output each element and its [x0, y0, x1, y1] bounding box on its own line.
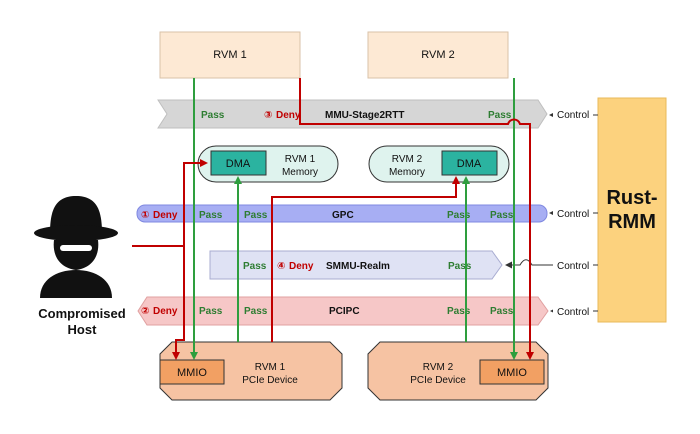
smmu-deny-number: ④: [277, 261, 285, 272]
rvm2-memory-line1: RVM 2: [392, 154, 423, 165]
gpc-pass-4: Pass: [490, 210, 514, 221]
rvm1-mmio-box: [159, 359, 225, 385]
gpc-deny-number: ①: [141, 210, 149, 221]
mmu-deny-number: ③: [264, 110, 272, 121]
gpc-pass-3: Pass: [447, 210, 471, 221]
compromised-host-line1: Compromised: [38, 306, 125, 321]
rvm1-mmio-label: MMIO: [177, 367, 207, 379]
rvm1-box: [159, 31, 301, 79]
gpc-pass-2: Pass: [244, 210, 268, 221]
rust-rmm-line2: RMM: [608, 211, 656, 233]
rvm2-label: RVM 2: [421, 49, 454, 61]
pcipc-deny: Deny: [153, 306, 178, 317]
mmu-deny: Deny: [276, 110, 301, 121]
rvm1-dma-label: DMA: [226, 158, 251, 170]
rvm2-device-line1: RVM 2: [423, 362, 454, 373]
pcipc-label: PCIPC: [329, 306, 360, 317]
mmu-pass-right: Pass: [488, 110, 512, 121]
control-label-smmu: Control: [557, 261, 589, 272]
rust-rmm-box: [597, 97, 667, 323]
rvm2-mmio-label: MMIO: [497, 367, 527, 379]
pcipc-pass-1: Pass: [199, 306, 223, 317]
smmu-deny: Deny: [289, 261, 314, 272]
smmu-label: SMMU-Realm: [326, 261, 390, 272]
gpc-label: GPC: [332, 210, 354, 221]
rvm2-memory-line2: Memory: [389, 167, 425, 178]
rvm1-memory-line1: RVM 1: [285, 154, 316, 165]
mmu-pass-left: Pass: [201, 110, 225, 121]
rvm1-memory-line2: Memory: [282, 167, 318, 178]
gpc-deny: Deny: [153, 210, 178, 221]
pcipc-pass-3: Pass: [447, 306, 471, 317]
rvm1-device-line1: RVM 1: [255, 362, 286, 373]
gpc-pass-1: Pass: [199, 210, 223, 221]
deny-arrows: [132, 78, 534, 360]
control-label-pcipc: Control: [557, 307, 589, 318]
control-label-mmu: Control: [557, 110, 589, 121]
rvm2-device-line2: PCIe Device: [410, 375, 466, 386]
gpc-bar: [136, 204, 548, 223]
rvm1-device-line2: PCIe Device: [242, 375, 298, 386]
control-label-gpc: Control: [557, 209, 589, 220]
pcipc-bar: [137, 296, 549, 326]
mmu-label: MMU-Stage2RTT: [325, 110, 404, 121]
pcipc-deny-number: ②: [141, 306, 149, 317]
mmu-stage2rtt-bar: [157, 99, 548, 129]
rust-rmm-line1: Rust-: [606, 187, 657, 209]
rvm2-dma-box: [441, 150, 498, 176]
rvm1-dma-box: [210, 150, 267, 176]
rvm2-pcie-device: [367, 341, 549, 401]
rvm1-label: RVM 1: [213, 49, 246, 61]
smmu-pass-left: Pass: [243, 261, 267, 272]
smmu-pass-right: Pass: [448, 261, 472, 272]
compromised-host-line2: Host: [68, 322, 98, 337]
pass-arrows: [190, 78, 518, 360]
rvm2-mmio-box: [479, 359, 545, 385]
smmu-realm-bar: [209, 250, 503, 280]
pcipc-pass-4: Pass: [490, 306, 514, 317]
pcipc-pass-2: Pass: [244, 306, 268, 317]
rvm2-box: [367, 31, 509, 79]
rvm2-dma-label: DMA: [457, 158, 482, 170]
